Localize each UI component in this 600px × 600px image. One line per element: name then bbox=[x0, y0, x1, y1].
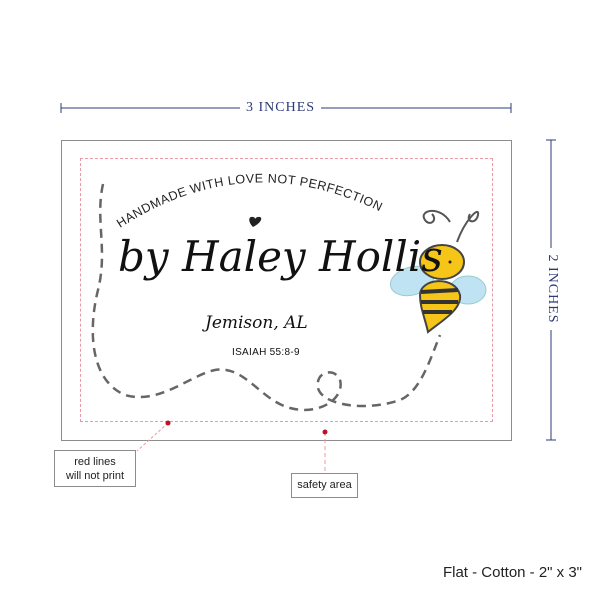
note-line: red lines bbox=[74, 456, 116, 468]
safety-area-pointer-dot bbox=[322, 429, 328, 435]
heart-icon bbox=[249, 216, 262, 227]
bee-icon bbox=[389, 209, 487, 334]
width-dimension-label: 3 INCHES bbox=[240, 100, 322, 116]
note-line: will not print bbox=[65, 470, 125, 482]
maker-name: by Haley Hollis bbox=[118, 232, 443, 281]
product-caption: Flat - Cotton - 2" x 3" bbox=[442, 564, 582, 581]
flight-path bbox=[91, 183, 442, 412]
red-lines-pointer-dot bbox=[165, 420, 171, 426]
location-text: Jemison, AL bbox=[205, 313, 308, 333]
safety-area-note: safety area bbox=[291, 473, 358, 498]
verse-text: ISAIAH 55:8-9 bbox=[232, 347, 300, 358]
safety-area-guide bbox=[80, 158, 493, 422]
red-lines-note: red lines will not print bbox=[54, 450, 136, 487]
